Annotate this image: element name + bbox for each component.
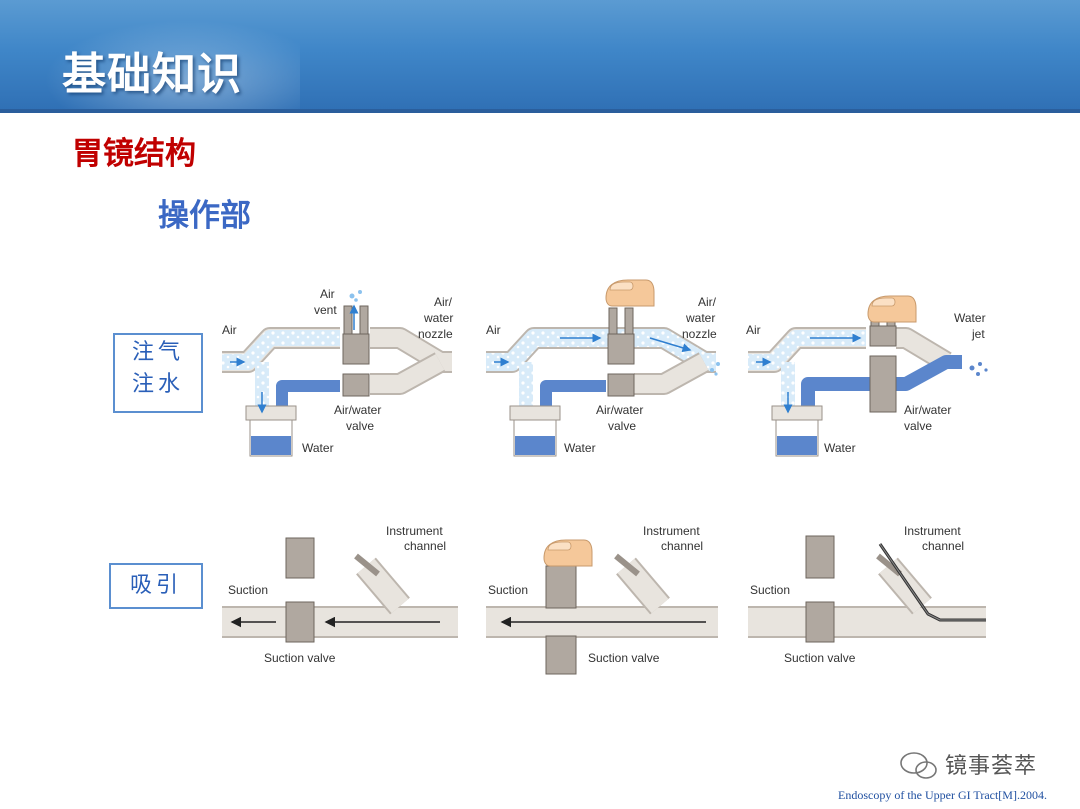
water-splash-decoration xyxy=(20,10,300,110)
page-title: 基础知识 xyxy=(62,49,242,100)
wechat-watermark xyxy=(900,752,937,779)
banner-divider xyxy=(0,109,1080,113)
airwater-label-line2: 注水 xyxy=(131,372,184,397)
valve-label-line2: valve xyxy=(608,419,636,433)
valve-label-line1: Air/water xyxy=(596,403,643,417)
instrument-label-line2: channel xyxy=(404,539,446,553)
airwater-panel-3: Air Water jet Air/water valve Water xyxy=(746,295,988,457)
nozzle-label-line2: water xyxy=(423,311,453,325)
wechat-icon xyxy=(900,752,937,779)
suction-panel-1: Suction Instrument channel Suction valve xyxy=(222,524,458,665)
suction-label-box: 吸引 xyxy=(109,563,203,609)
section-title: 胃镜结构 xyxy=(72,136,196,172)
instrument-label-line1: Instrument xyxy=(904,524,961,538)
jet-label-line2: jet xyxy=(971,327,985,341)
water-label: Water xyxy=(824,441,856,455)
suction-panel-3: Suction Instrument channel Suction valve xyxy=(748,524,986,665)
air-label: Air xyxy=(222,323,237,337)
airwater-panel-1: Air Air vent Air/ water nozzle Air/water… xyxy=(222,287,453,457)
airwater-panel-2: Air Air/ water nozzle Air/water valve Wa… xyxy=(486,279,720,457)
instrument-label-line1: Instrument xyxy=(386,524,443,538)
nozzle-label-line2: water xyxy=(685,311,715,325)
airwater-label-line1: 注气 xyxy=(131,340,184,365)
valve-label-line2: valve xyxy=(346,419,374,433)
suction-panel-2: Suction Instrument channel Suction valve xyxy=(486,524,718,675)
suction-valve-label: Suction valve xyxy=(588,651,660,665)
suction-valve-label: Suction valve xyxy=(784,651,856,665)
airwater-label-box: 注气 注水 xyxy=(113,333,203,413)
subsection-title: 操作部 xyxy=(158,198,251,234)
watermark-text: 镜事荟萃 xyxy=(945,754,1038,779)
air-vent-label-line2: vent xyxy=(314,303,337,317)
suction-label: Suction xyxy=(750,583,790,597)
finger-icon xyxy=(605,279,655,307)
suction-label: Suction xyxy=(228,583,268,597)
valve-label-line2: valve xyxy=(904,419,932,433)
source-credit: Endoscopy of the Upper GI Tract[M].2004. xyxy=(838,788,1047,802)
nozzle-label-line1: Air/ xyxy=(698,295,717,309)
nozzle-label-line3: nozzle xyxy=(682,327,717,341)
valve-label-line1: Air/water xyxy=(904,403,951,417)
instrument-label-line2: channel xyxy=(661,539,703,553)
nozzle-label-line3: nozzle xyxy=(418,327,453,341)
suction-valve-label: Suction valve xyxy=(264,651,336,665)
valve-label-line1: Air/water xyxy=(334,403,381,417)
finger-icon xyxy=(543,539,593,567)
air-label: Air xyxy=(486,323,501,337)
jet-label-line1: Water xyxy=(954,311,986,325)
header-banner: 基础知识 xyxy=(0,0,1080,113)
suction-label: 吸引 xyxy=(129,573,182,598)
suction-label: Suction xyxy=(488,583,528,597)
instrument-label-line2: channel xyxy=(922,539,964,553)
air-label: Air xyxy=(746,323,761,337)
nozzle-label-line1: Air/ xyxy=(434,295,453,309)
water-label: Water xyxy=(302,441,334,455)
finger-icon xyxy=(867,295,917,323)
instrument-label-line1: Instrument xyxy=(643,524,700,538)
air-vent-label-line1: Air xyxy=(320,287,335,301)
water-label: Water xyxy=(564,441,596,455)
